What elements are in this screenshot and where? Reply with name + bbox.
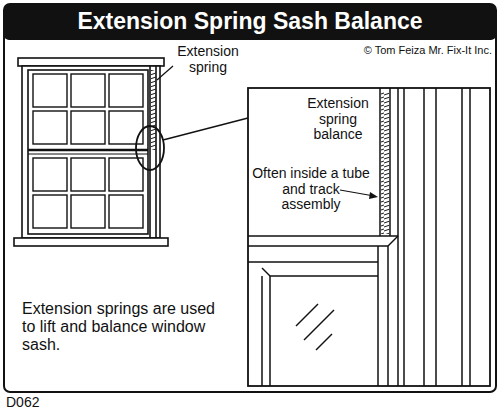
detail-circle: [136, 126, 164, 170]
part-label: Extension spring: [172, 44, 244, 75]
figure-code: D062: [6, 395, 66, 411]
outer-frame: [4, 4, 496, 392]
detail-leader: [163, 118, 248, 140]
detail-inset: [248, 88, 490, 386]
window-panes: [33, 74, 143, 228]
note-label: Often inside a tube and track assembly: [252, 166, 370, 213]
extension-spring: [151, 70, 156, 150]
inset-jamb: [380, 88, 470, 386]
window: [14, 58, 168, 246]
title-bar: [4, 4, 496, 40]
pointer-head: [369, 192, 378, 199]
spring-balance-coil: [381, 92, 389, 234]
part-label: Extension spring balance: [300, 96, 376, 143]
copyright-note: © Tom Feiza Mr. Fix-It Inc.: [310, 44, 492, 56]
caption: Extension springs are used to lift and b…: [22, 300, 232, 354]
title: Extension Spring Sash Balance: [4, 9, 496, 35]
inset-sash: [248, 236, 398, 386]
pointer-line: [340, 190, 374, 196]
leader-line: [157, 66, 173, 80]
